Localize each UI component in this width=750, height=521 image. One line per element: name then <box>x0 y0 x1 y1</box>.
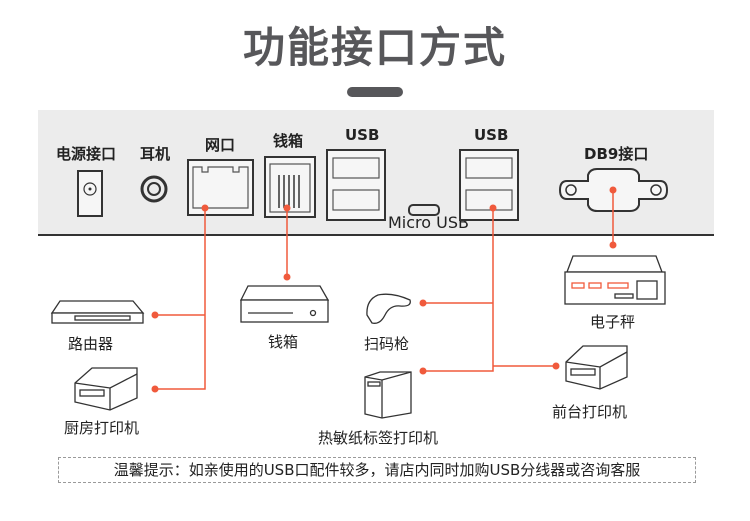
router-label: 路由器 <box>68 335 114 353</box>
micro-usb-port-icon <box>408 204 440 216</box>
scanner-icon <box>366 293 411 324</box>
usb-left-port-label: USB <box>345 126 380 144</box>
title-underline <box>347 87 403 97</box>
usb-right-port-label: USB <box>474 126 509 144</box>
label-printer-icon <box>364 371 412 419</box>
connection-lines <box>155 190 614 390</box>
earphone-jack-icon <box>140 175 168 203</box>
cash-drawer-label: 钱箱 <box>268 333 299 351</box>
network-port-icon <box>187 159 254 216</box>
connection-dots <box>151 186 617 393</box>
usb-left-port-icon <box>326 149 386 221</box>
usb-right-port-icon <box>459 149 519 221</box>
cashbox-port-label: 钱箱 <box>273 132 304 150</box>
page-title: 功能接口方式 <box>242 23 507 72</box>
cash-drawer-icon <box>239 285 330 323</box>
micro-usb-port-label: Micro USB <box>388 213 469 232</box>
network-port-label: 网口 <box>205 136 236 154</box>
scanner-label: 扫码枪 <box>364 335 410 353</box>
network-to-printer-line <box>155 208 206 390</box>
router-icon <box>50 300 145 324</box>
db9-port-label: DB9接口 <box>584 145 649 163</box>
label-printer-label: 热敏纸标签打印机 <box>318 429 439 447</box>
front-printer-icon <box>565 345 628 390</box>
kitchen-printer-label: 厨房打印机 <box>64 419 140 437</box>
kitchen-printer-icon <box>74 367 138 411</box>
power-jack-icon <box>77 170 103 217</box>
tip-note: 温馨提示：如亲使用的USB口配件较多，请店内同时加购USB分线器或咨询客服 <box>58 457 696 483</box>
front-printer-label: 前台打印机 <box>552 403 628 421</box>
scale-icon <box>564 255 666 305</box>
power-port-label: 电源接口 <box>56 145 117 163</box>
scale-label: 电子秤 <box>590 313 636 331</box>
usb-to-label-printer-line <box>423 208 494 372</box>
earphone-port-label: 耳机 <box>140 145 171 163</box>
